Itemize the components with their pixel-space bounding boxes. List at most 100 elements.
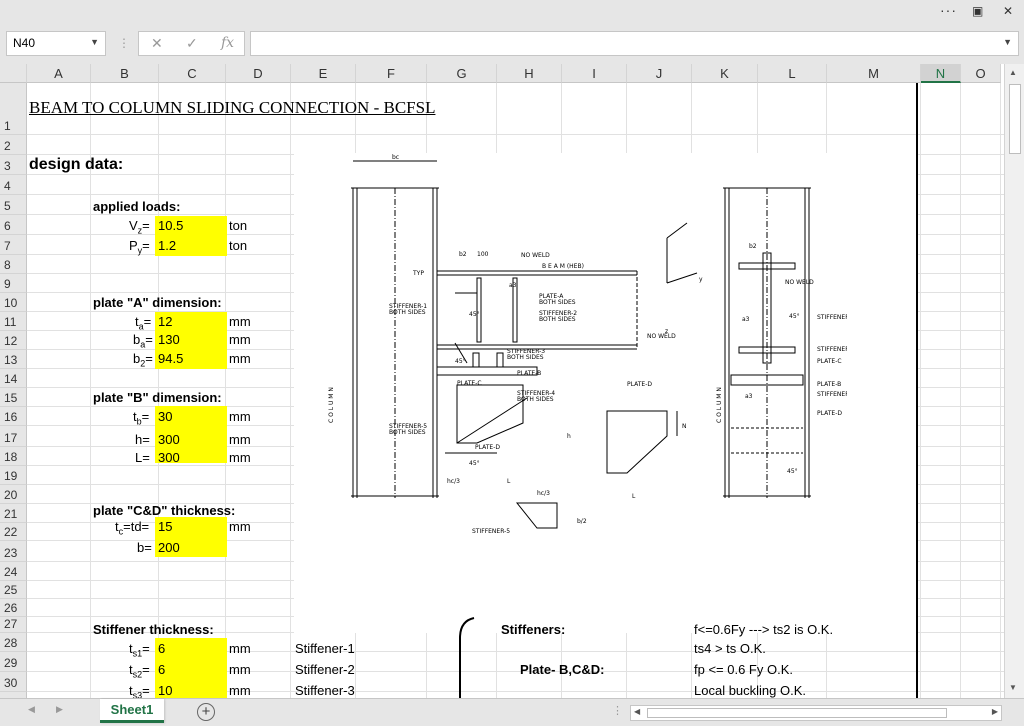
stiffener-thickness-heading[interactable]: Stiffener thickness: bbox=[93, 622, 214, 637]
ts1-label[interactable]: ts1= bbox=[129, 641, 150, 659]
horizontal-scrollbar[interactable]: ◀ ▶ bbox=[630, 705, 1002, 721]
row-header-13[interactable]: 13 bbox=[0, 350, 27, 369]
ta-unit[interactable]: mm bbox=[229, 314, 251, 329]
row-header-26[interactable]: 26 bbox=[0, 599, 27, 617]
row-header-9[interactable]: 9 bbox=[0, 274, 27, 293]
expand-formula-icon[interactable]: ▼ bbox=[1003, 37, 1012, 47]
row-header-7[interactable]: 7 bbox=[0, 235, 27, 255]
tc-label[interactable]: tc=td= bbox=[115, 519, 149, 537]
chevron-down-icon[interactable]: ▼ bbox=[90, 37, 99, 47]
py-value[interactable]: 1.2 bbox=[158, 238, 177, 253]
h-unit[interactable]: mm bbox=[229, 432, 251, 447]
tb-unit[interactable]: mm bbox=[229, 409, 251, 424]
column-header-l[interactable]: L bbox=[758, 64, 827, 83]
scroll-right-icon[interactable]: ▶ bbox=[991, 707, 998, 716]
row-header-22[interactable]: 22 bbox=[0, 523, 27, 541]
ta-value[interactable]: 12 bbox=[158, 314, 173, 329]
ba-unit[interactable]: mm bbox=[229, 332, 251, 347]
name-box[interactable]: N40 ▼ bbox=[6, 31, 106, 56]
applied-loads-heading[interactable]: applied loads: bbox=[93, 199, 181, 214]
close-icon[interactable]: ✕ bbox=[1003, 4, 1014, 18]
prev-sheet-icon[interactable]: ◀ bbox=[28, 704, 35, 714]
py-unit[interactable]: ton bbox=[229, 238, 248, 253]
column-header-j[interactable]: J bbox=[627, 64, 692, 83]
row-header-28[interactable]: 28 bbox=[0, 633, 27, 652]
h-value[interactable]: 300 bbox=[158, 432, 180, 447]
l-unit[interactable]: mm bbox=[229, 450, 251, 465]
ts1-unit[interactable]: mm bbox=[229, 641, 251, 656]
cancel-icon[interactable]: ✕ bbox=[151, 35, 163, 51]
column-header-b[interactable]: B bbox=[91, 64, 159, 83]
ba-value[interactable]: 130 bbox=[158, 332, 180, 347]
formula-input[interactable]: ▼ bbox=[250, 31, 1019, 56]
scroll-left-icon[interactable]: ◀ bbox=[634, 707, 641, 716]
column-header-h[interactable]: H bbox=[497, 64, 562, 83]
tb-label[interactable]: tb= bbox=[133, 409, 150, 427]
column-header-k[interactable]: K bbox=[692, 64, 758, 83]
b2-unit[interactable]: mm bbox=[229, 351, 251, 366]
scroll-down-icon[interactable]: ▼ bbox=[1009, 683, 1017, 692]
py-label[interactable]: Py= bbox=[129, 238, 150, 256]
column-header-d[interactable]: D bbox=[226, 64, 291, 83]
plate-a-heading[interactable]: plate "A" dimension: bbox=[93, 295, 222, 310]
row-header-23[interactable]: 23 bbox=[0, 541, 27, 562]
column-header-m[interactable]: M bbox=[827, 64, 921, 83]
row-header-10[interactable]: 10 bbox=[0, 293, 27, 312]
row-header-16[interactable]: 16 bbox=[0, 407, 27, 426]
ts2-value[interactable]: 6 bbox=[158, 662, 166, 677]
row-header-17[interactable]: 17 bbox=[0, 426, 27, 447]
column-header-o[interactable]: O bbox=[961, 64, 1001, 83]
ts2-name[interactable]: Stiffener-2 bbox=[295, 662, 355, 677]
row-header-6[interactable]: 6 bbox=[0, 215, 27, 235]
check-local-buckling[interactable]: Local buckling O.K. bbox=[694, 683, 807, 698]
l-value[interactable]: 300 bbox=[158, 450, 180, 465]
row-header-21[interactable]: 21 bbox=[0, 504, 27, 523]
vz-unit[interactable]: ton bbox=[229, 218, 248, 233]
ts3-name[interactable]: Stiffener-3 bbox=[295, 683, 355, 698]
ta-label[interactable]: ta= bbox=[135, 314, 152, 332]
h-label[interactable]: h= bbox=[135, 432, 150, 447]
ts3-label[interactable]: ts3= bbox=[129, 683, 150, 698]
row-header-27[interactable]: 27 bbox=[0, 617, 27, 633]
plate-b-heading[interactable]: plate "B" dimension: bbox=[93, 390, 222, 405]
b-label[interactable]: b= bbox=[137, 540, 152, 555]
l-label[interactable]: L= bbox=[135, 450, 150, 465]
horizontal-scroll-thumb[interactable] bbox=[647, 708, 947, 718]
row-header-3[interactable]: 3 bbox=[0, 155, 27, 175]
select-all-corner[interactable] bbox=[0, 64, 27, 83]
tc-value[interactable]: 15 bbox=[158, 519, 173, 534]
ts3-unit[interactable]: mm bbox=[229, 683, 251, 698]
vz-value[interactable]: 10.5 bbox=[158, 218, 184, 233]
check-ts4[interactable]: ts4 > ts O.K. bbox=[694, 641, 766, 656]
check-stiffener-stress[interactable]: f<=0.6Fy ---> ts2 is O.K. bbox=[694, 622, 834, 637]
row-header-14[interactable]: 14 bbox=[0, 369, 27, 388]
tb-value[interactable]: 30 bbox=[158, 409, 173, 424]
ts2-unit[interactable]: mm bbox=[229, 662, 251, 677]
b2-label[interactable]: b2= bbox=[133, 351, 153, 369]
next-sheet-icon[interactable]: ▶ bbox=[56, 704, 63, 714]
column-header-a[interactable]: A bbox=[27, 64, 91, 83]
row-header-24[interactable]: 24 bbox=[0, 562, 27, 581]
ribbon-display-icon[interactable]: ▣ bbox=[972, 4, 984, 18]
stiffeners-result-label[interactable]: Stiffeners: bbox=[501, 622, 566, 637]
ts3-value[interactable]: 10 bbox=[158, 683, 173, 698]
check-plate-stress[interactable]: fp <= 0.6 Fy O.K. bbox=[694, 662, 793, 677]
ts1-value[interactable]: 6 bbox=[158, 641, 166, 656]
row-header-4[interactable]: 4 bbox=[0, 175, 27, 195]
row-header-19[interactable]: 19 bbox=[0, 466, 27, 485]
vertical-scrollbar[interactable]: ▲ ▼ bbox=[1004, 64, 1024, 698]
tab-bar-splitter[interactable]: ⋮ bbox=[612, 705, 623, 717]
design-data-heading[interactable]: design data: bbox=[29, 156, 124, 173]
column-header-n[interactable]: N bbox=[921, 64, 961, 83]
ts2-label[interactable]: ts2= bbox=[129, 662, 150, 680]
row-header-5[interactable]: 5 bbox=[0, 195, 27, 215]
row-header-1[interactable]: 1 bbox=[0, 83, 27, 135]
column-header-e[interactable]: E bbox=[291, 64, 356, 83]
column-header-f[interactable]: F bbox=[356, 64, 427, 83]
column-header-i[interactable]: I bbox=[562, 64, 627, 83]
scroll-up-icon[interactable]: ▲ bbox=[1009, 68, 1017, 77]
column-header-c[interactable]: C bbox=[159, 64, 226, 83]
insert-function-icon[interactable]: fx bbox=[221, 35, 235, 51]
row-header-29[interactable]: 29 bbox=[0, 652, 27, 672]
row-header-20[interactable]: 20 bbox=[0, 485, 27, 504]
